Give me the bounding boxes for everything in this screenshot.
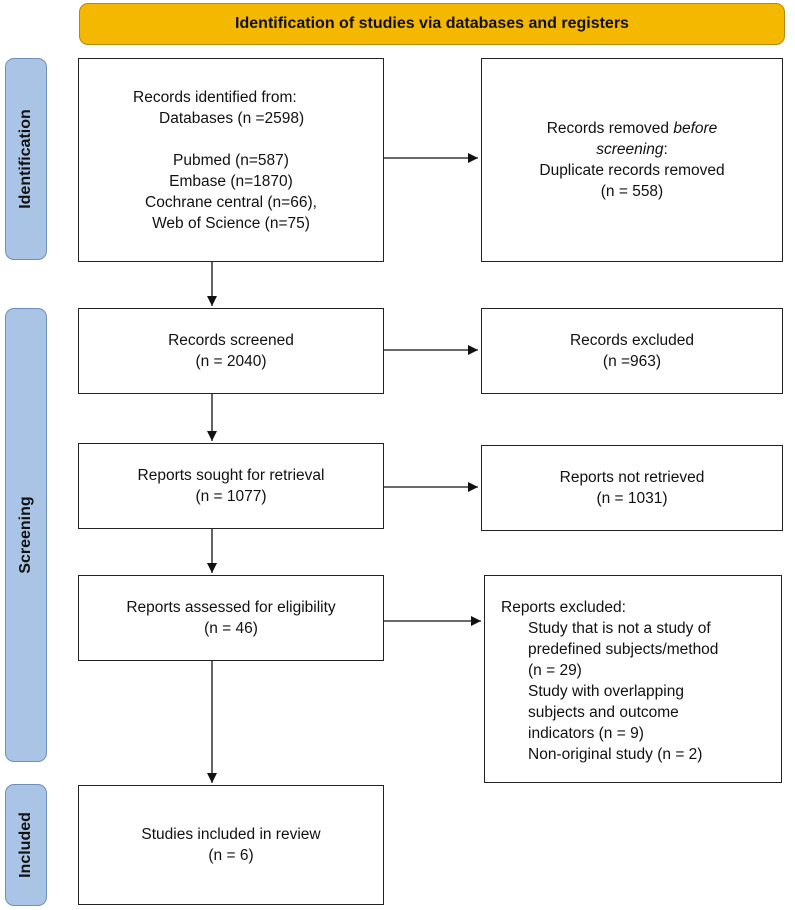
reports-not-retrieved-label: Reports not retrieved <box>559 469 705 486</box>
records-excluded-box: Records excluded (n =963) <box>481 308 783 394</box>
source-web-of-science: Web of Science (n=75) <box>152 215 310 232</box>
exclusion-reason-line: predefined subjects/method <box>528 641 719 658</box>
records-identified-box: Records identified from: Databases (n =2… <box>78 58 384 262</box>
stage-label-identification: Identification <box>5 58 47 260</box>
studies-included-box: Studies included in review (n = 6) <box>78 785 384 905</box>
reports-excluded-heading: Reports excluded: <box>501 599 626 616</box>
reports-assessed-count: (n = 46) <box>204 620 258 637</box>
reports-assessed-box: Reports assessed for eligibility (n = 46… <box>78 575 384 661</box>
exclusion-reason-line: Study that is not a study of <box>528 620 711 637</box>
exclusion-reason-line: subjects and outcome <box>528 704 679 721</box>
stage-label-included: Included <box>5 784 47 906</box>
studies-included-label: Studies included in review <box>141 826 321 843</box>
records-removed-line1: Records removed before <box>546 120 718 137</box>
exclusion-reason-line: Study with overlapping <box>528 683 684 700</box>
duplicate-records-label: Duplicate records removed <box>539 162 725 179</box>
records-screened-box: Records screened (n = 2040) <box>78 308 384 394</box>
source-pubmed: Pubmed (n=587) <box>173 152 289 169</box>
records-removed-box: Records removed before screening: Duplic… <box>481 58 783 262</box>
records-excluded-count: (n =963) <box>602 353 662 370</box>
records-screened-count: (n = 2040) <box>195 353 267 370</box>
banner-title: Identification of studies via databases … <box>235 15 629 32</box>
studies-included-count: (n = 6) <box>208 847 254 864</box>
reports-excluded-box: Reports excluded: Study that is not a st… <box>484 575 782 783</box>
exclusion-reason-line: (n = 29) <box>528 662 582 679</box>
reports-not-retrieved-box: Reports not retrieved (n = 1031) <box>481 445 783 531</box>
reports-sought-label: Reports sought for retrieval <box>137 467 325 484</box>
stage-label-screening: Screening <box>5 308 47 762</box>
reports-sought-count: (n = 1077) <box>195 488 267 505</box>
source-embase: Embase (n=1870) <box>169 173 293 190</box>
reports-sought-box: Reports sought for retrieval (n = 1077) <box>78 443 384 529</box>
reports-not-retrieved-count: (n = 1031) <box>596 490 668 507</box>
records-screened-label: Records screened <box>168 332 294 349</box>
databases-count: Databases (n =2598) <box>159 110 305 127</box>
source-cochrane: Cochrane central (n=66), <box>145 194 317 211</box>
exclusion-reason-line: indicators (n = 9) <box>528 725 644 742</box>
records-identified-heading: Records identified from: <box>133 89 297 106</box>
exclusion-reason-line: Non-original study (n = 2) <box>528 746 703 763</box>
records-excluded-label: Records excluded <box>569 332 695 349</box>
records-removed-line2: screening: <box>596 141 668 158</box>
duplicate-records-count: (n = 558) <box>600 183 664 200</box>
identification-banner: Identification of studies via databases … <box>79 3 785 45</box>
reports-assessed-label: Reports assessed for eligibility <box>126 599 336 616</box>
